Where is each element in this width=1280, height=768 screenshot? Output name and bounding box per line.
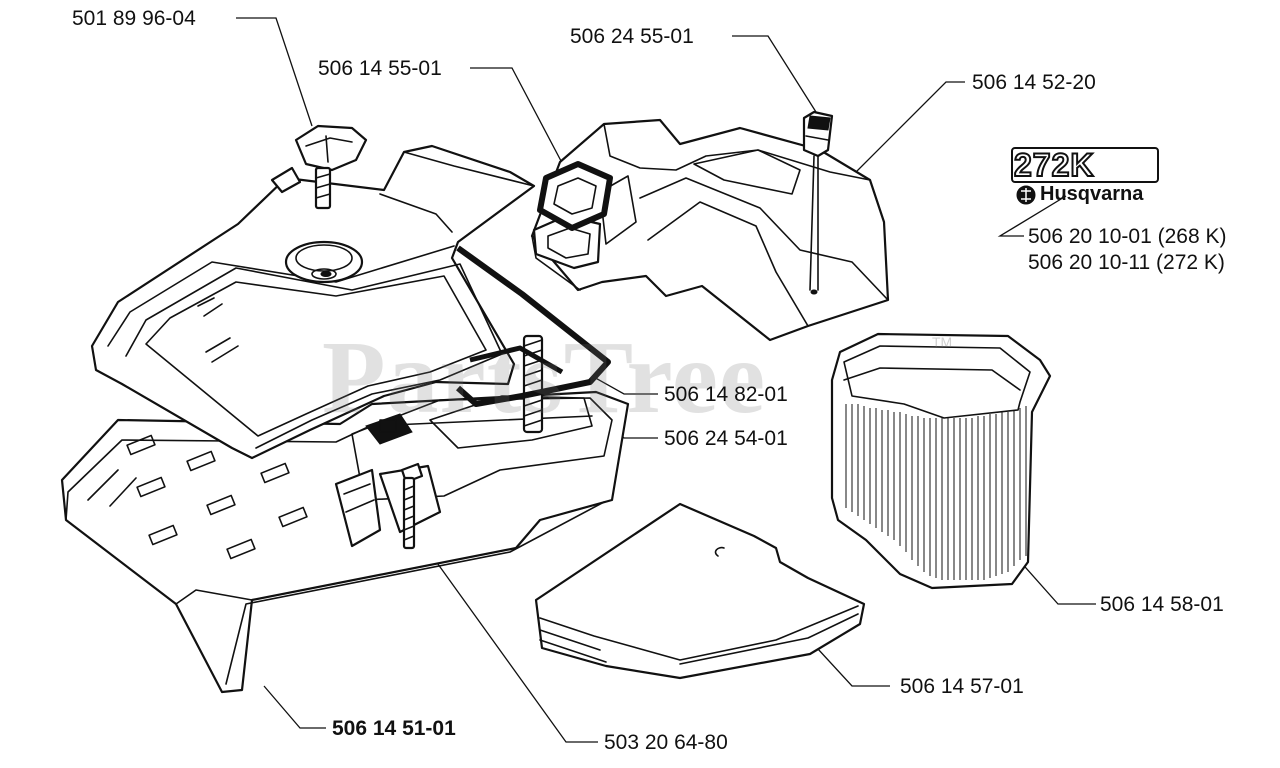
- decal-frame: [1011, 147, 1159, 205]
- label-prefilter[interactable]: 506 14 57-01: [900, 675, 1024, 698]
- leader-upper-cover: [845, 81, 965, 183]
- watermark: PartsTree: [322, 320, 767, 435]
- label-fuel-filter[interactable]: 506 24 55-01: [570, 25, 694, 48]
- seal-strip-inner: [469, 345, 564, 375]
- knob: [294, 124, 368, 210]
- label-gasket-inner[interactable]: 506 24 54-01: [664, 427, 788, 450]
- label-decal-268[interactable]: 506 20 10-01 (268 K): [1028, 225, 1227, 248]
- watermark-tm: TM: [932, 334, 953, 350]
- main-cover: [90, 144, 536, 460]
- seal-strip: [456, 245, 611, 407]
- label-gasket-small[interactable]: 506 14 55-01: [318, 57, 442, 80]
- label-air-box[interactable]: 506 14 51-01: [332, 717, 456, 740]
- label-upper-cover[interactable]: 506 14 52-20: [972, 71, 1096, 94]
- screw: [400, 462, 424, 550]
- leader-screw: [411, 527, 598, 743]
- vent-slots: [126, 434, 308, 560]
- label-knob[interactable]: 501 89 96-04: [72, 7, 196, 30]
- leader-gasket-small: [470, 67, 571, 179]
- leader-seal: [591, 375, 658, 395]
- small-gasket: [537, 161, 613, 231]
- prefilter-pad: [534, 502, 866, 680]
- label-filter-element[interactable]: 506 14 58-01: [1100, 593, 1224, 616]
- label-seal[interactable]: 506 14 82-01: [664, 383, 788, 406]
- decal-brand-text: Husqvarna: [1040, 183, 1144, 205]
- label-screw[interactable]: 503 20 64-80: [604, 731, 728, 754]
- leader-fuel-filter: [732, 35, 817, 113]
- leader-lines: [236, 17, 1096, 743]
- leader-knob: [236, 17, 313, 127]
- fuel-filter: [802, 110, 834, 295]
- decal-model-text: 272K: [1013, 147, 1095, 183]
- filter-element: [830, 332, 1052, 590]
- filler-cap: [284, 240, 364, 284]
- leader-filter-element: [1009, 549, 1096, 605]
- leader-air-box: [263, 685, 326, 729]
- upper-cover: [530, 118, 890, 342]
- leader-decal: [997, 195, 1067, 237]
- label-decal-272[interactable]: 506 20 10-11 (272 K): [1028, 251, 1225, 274]
- leader-prefilter: [805, 635, 890, 687]
- filter-pleats: [845, 404, 1027, 580]
